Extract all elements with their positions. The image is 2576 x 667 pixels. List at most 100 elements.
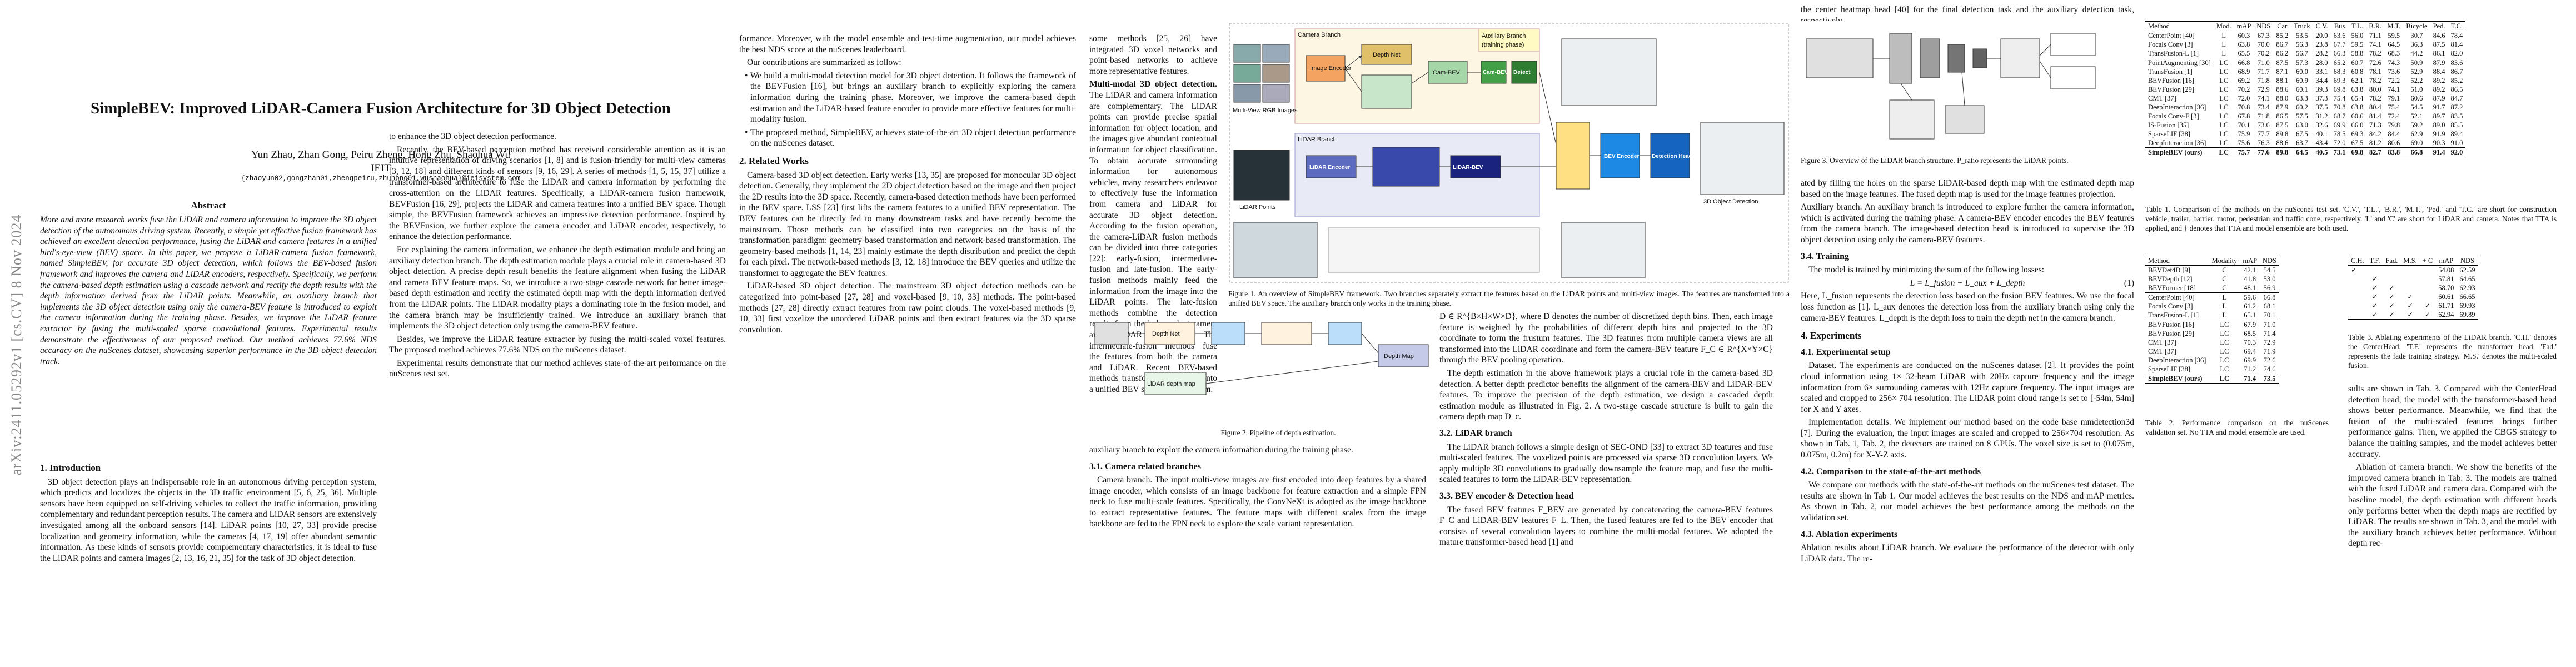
fig2-lidar-depth-label: LiDAR depth map bbox=[1147, 381, 1195, 387]
fig3-voxel-block-3 bbox=[1947, 44, 1965, 73]
table-1-header-cell: T.C. bbox=[2448, 21, 2466, 31]
fig3-voxel-block-4 bbox=[1972, 48, 1987, 68]
table-1-cell: SimpleBEV (ours) bbox=[2145, 147, 2214, 157]
contribution-text-2: The proposed method, SimpleBEV, achieves… bbox=[750, 127, 1076, 148]
table-1-cell: 60.6 bbox=[2410, 94, 2423, 102]
depth-net-box bbox=[1361, 44, 1412, 65]
output-label: 3D Object Detection bbox=[1703, 198, 1758, 205]
table-2-cell: 70.1 bbox=[2263, 311, 2276, 319]
table-1-cell: 60.2 bbox=[2295, 103, 2308, 111]
fig2-depthnet-2 bbox=[1261, 322, 1312, 345]
table-1-cell: 60.6 bbox=[2351, 112, 2364, 120]
table-1-cell: 81.4 bbox=[2369, 112, 2381, 120]
table-2-cell: 69.4 bbox=[2244, 347, 2256, 355]
table-1-cell: 72.2 bbox=[2388, 77, 2400, 84]
table-1-cell: LC bbox=[2219, 112, 2229, 120]
table-1-cell: 81.2 bbox=[2369, 139, 2381, 147]
table-1-cell: 66.8 bbox=[2234, 58, 2254, 67]
col5-paragraph-1: D ∈ R^{B×H×W×D}, where D denotes the num… bbox=[1439, 312, 1773, 365]
fig2-depth-map bbox=[1378, 344, 1429, 367]
table-2-cell: 54.5 bbox=[2263, 266, 2276, 274]
table-2-cell: 56.9 bbox=[2263, 284, 2276, 292]
camera-related-heading: 3.1. Camera related branches bbox=[1089, 461, 1201, 471]
table-2-cell: 66.8 bbox=[2260, 292, 2280, 302]
col2-paragraph-4: Besides, we improve the LiDAR feature ex… bbox=[389, 334, 726, 355]
table-2-cell: DeepInteraction [36] bbox=[2148, 356, 2206, 364]
table-1-cell: 87.9 bbox=[2430, 58, 2448, 67]
table-1-cell: 80.4 bbox=[2369, 103, 2381, 111]
table-1-cell: 78.4 bbox=[2450, 32, 2463, 39]
implementation-paragraph: Implementation details. We implement our… bbox=[1801, 417, 2134, 460]
figure-1-caption: Figure 1. An overview of SimpleBEV frame… bbox=[1228, 290, 1790, 307]
ablation-heading: 4.3. Ablation experiments bbox=[1801, 529, 1898, 539]
table-3-cell: 57.81 bbox=[2438, 275, 2454, 283]
dataset-paragraph: Dataset. The experiments are conducted o… bbox=[1801, 361, 2134, 414]
table-3-header-cell: + C bbox=[2419, 256, 2436, 266]
bev-encoder-paragraph: The fused BEV features F_BEV are generat… bbox=[1439, 505, 1773, 547]
col6-paragraph-1: the center heatmap head [40] for the fin… bbox=[1801, 5, 2134, 21]
image-encoder-label: Image Encoder bbox=[1310, 65, 1352, 72]
table-1-cell: LC bbox=[2219, 77, 2229, 84]
table-1-cell: 64.5 bbox=[2291, 147, 2313, 157]
table-3-cell bbox=[2348, 310, 2367, 320]
table-1-cell: 70.2 bbox=[2257, 49, 2270, 57]
table-2-caption: Table 2. Performance comparison on the n… bbox=[2145, 419, 2329, 436]
table-1-cell: 28.0 bbox=[2313, 58, 2331, 67]
table-1-cell: Focals Conv [3] bbox=[2148, 41, 2193, 48]
table-1-cell: L bbox=[2221, 49, 2226, 57]
table-1-cell: 52.1 bbox=[2410, 112, 2423, 120]
output-scene-top bbox=[1561, 38, 1657, 106]
fig2-depthnet-1-label: Depth Net bbox=[1152, 331, 1180, 337]
fig3-bev-map bbox=[2000, 38, 2040, 78]
table-2-cell: BEVFusion [29] bbox=[2148, 330, 2194, 337]
table-1-cell: 83.6 bbox=[2448, 58, 2466, 67]
table-1-cell: 91.7 bbox=[2433, 103, 2445, 111]
table-3-cell: 69.93 bbox=[2459, 302, 2475, 310]
table-1-cell: 59.5 bbox=[2388, 32, 2400, 39]
table-1-cell: 60.3 bbox=[2238, 32, 2250, 39]
paper-title: SimpleBEV: Improved LiDAR-Camera Fusion … bbox=[91, 99, 671, 117]
table-1-cell: 82.0 bbox=[2450, 49, 2463, 57]
col3-paragraph-2: Our contributions are summarized as foll… bbox=[747, 58, 901, 68]
table-1-cell: LC bbox=[2219, 130, 2229, 138]
table-1-cell: 88.4 bbox=[2433, 68, 2445, 76]
lidar-output-panel bbox=[1561, 222, 1646, 278]
table-3-cell: ✓ bbox=[2419, 310, 2436, 320]
detection-head-label: Detection Head bbox=[1652, 153, 1692, 160]
abstract-text: More and more research works fuse the Li… bbox=[40, 215, 377, 366]
table-1-cell: 66.3 bbox=[2333, 49, 2346, 57]
table-1-cell: 68.3 bbox=[2388, 49, 2400, 57]
loss-explanation: Here, L_fusion represents the detection … bbox=[1801, 291, 2134, 323]
fusion-box bbox=[1556, 122, 1590, 190]
table-1-cell: 43.4 bbox=[2315, 139, 2328, 147]
table-2-cell: C bbox=[2222, 275, 2227, 283]
table-1-cell: 72.9 bbox=[2257, 86, 2270, 93]
table-2-cell: 61.2 bbox=[2244, 302, 2256, 310]
table-2-cell: BEVFormer [18] bbox=[2148, 284, 2196, 292]
experiments-heading: 4. Experiments bbox=[1801, 330, 1862, 341]
table-1-cell: 63.7 bbox=[2295, 139, 2308, 147]
table-1-cell: 40.5 bbox=[2313, 147, 2331, 157]
table-1-cell: 76.3 bbox=[2257, 139, 2270, 147]
table-3-cell bbox=[2400, 275, 2419, 283]
table-3-caption: Table 3. Ablating experiments of the LiD… bbox=[2348, 333, 2557, 370]
loss-equation: L = L_fusion + L_aux + L_depth (1) bbox=[1801, 278, 2134, 289]
table-1-cell: 73.6 bbox=[2257, 121, 2270, 129]
table-1-cell: 73.1 bbox=[2330, 147, 2349, 157]
training-heading: 3.4. Training bbox=[1801, 251, 1849, 261]
table-2-cell: CMT [37] bbox=[2148, 347, 2176, 355]
lidar-branch-paragraph: The LiDAR branch follows a simple design… bbox=[1439, 442, 1773, 485]
table-2-cell: 71.9 bbox=[2263, 347, 2276, 355]
col7-paragraph-2: Ablation of camera branch. We show the b… bbox=[2348, 462, 2557, 549]
table-2-cell: L bbox=[2222, 311, 2227, 319]
table-1-cell: 92.0 bbox=[2448, 147, 2466, 157]
